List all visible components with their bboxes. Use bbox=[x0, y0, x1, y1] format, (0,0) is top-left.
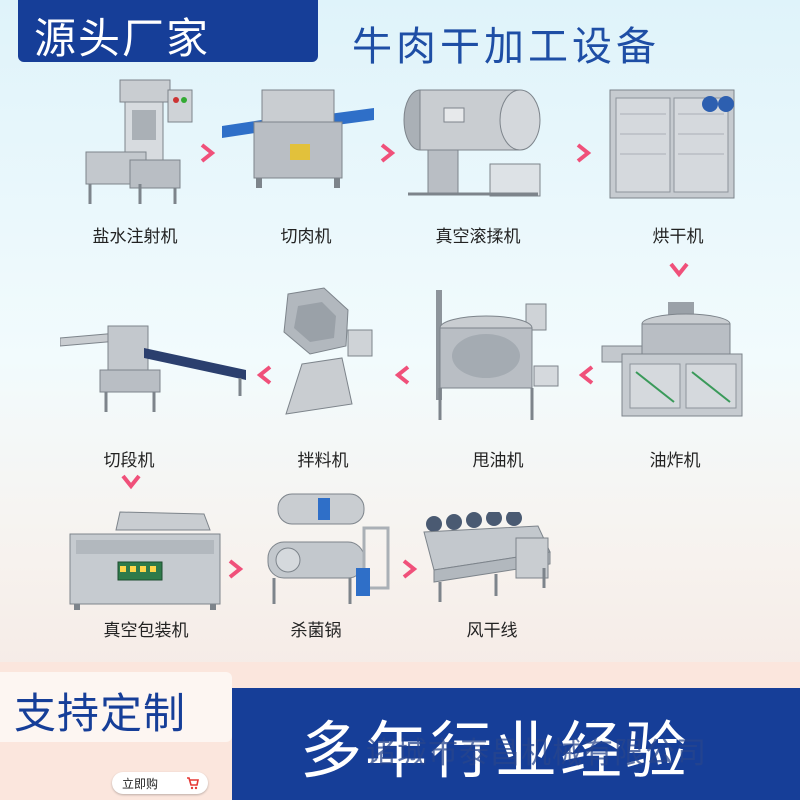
meat-cutter-image bbox=[218, 82, 378, 192]
dryer-oven-image bbox=[606, 84, 740, 204]
sterilizer-image bbox=[254, 488, 394, 610]
oil-spinner-image bbox=[424, 286, 564, 426]
source-factory-badge: 源头厂家 bbox=[18, 0, 318, 63]
chevron-arrow-icon bbox=[121, 474, 141, 490]
machine-label-brine-injector: 盐水注射机 bbox=[92, 227, 178, 247]
seasoning-mixer-image bbox=[262, 284, 382, 424]
machine-label-meat-cutter: 切肉机 bbox=[280, 227, 332, 247]
machine-label-vacuum-tumbler: 真空滚揉机 bbox=[435, 227, 521, 247]
machine-label-dryer: 烘干机 bbox=[652, 227, 704, 247]
machine-label-vacuum-packer: 真空包装机 bbox=[103, 621, 189, 641]
chevron-arrow-icon bbox=[669, 262, 689, 278]
machine-label-sterilizer: 杀菌锅 bbox=[290, 621, 342, 641]
vacuum-packer-image bbox=[64, 508, 224, 612]
customization-text: 支持定制 bbox=[14, 689, 187, 738]
cart-icon bbox=[187, 777, 199, 790]
source-factory-text: 源头厂家 bbox=[34, 14, 211, 63]
buy-now-button[interactable]: 立即购 bbox=[112, 772, 208, 794]
brine-injector-image bbox=[70, 72, 200, 212]
buy-now-label: 立即购 bbox=[122, 777, 159, 791]
machine-label-strip-cutter: 切段机 bbox=[103, 451, 155, 471]
strip-cutter-image bbox=[60, 318, 250, 418]
chevron-arrow-icon bbox=[228, 559, 244, 579]
fryer-image bbox=[600, 302, 750, 430]
chevron-arrow-icon bbox=[402, 559, 418, 579]
chevron-arrow-icon bbox=[576, 143, 592, 163]
machine-label-air-dry-line: 风干线 bbox=[466, 621, 518, 641]
machine-label-seasoning-mixer: 拌料机 bbox=[297, 451, 349, 471]
machine-label-oil-spinner: 甩油机 bbox=[472, 451, 524, 471]
vacuum-tumbler-image bbox=[398, 74, 548, 204]
company-watermark: 诸城市泰昌机械有限公司 bbox=[366, 736, 707, 771]
customization-badge: 支持定制 bbox=[0, 672, 232, 742]
chevron-arrow-icon bbox=[200, 143, 216, 163]
page-title: 牛肉干加工设备 bbox=[352, 24, 660, 70]
air-dry-line-image bbox=[420, 512, 560, 610]
slogan-panel bbox=[232, 688, 800, 800]
chevron-arrow-icon bbox=[394, 365, 410, 385]
chevron-arrow-icon bbox=[578, 365, 594, 385]
chevron-arrow-icon bbox=[380, 143, 396, 163]
machine-label-fryer: 油炸机 bbox=[649, 451, 701, 471]
chevron-arrow-icon bbox=[256, 365, 272, 385]
experience-slogan: 多年行业经验 bbox=[300, 714, 691, 787]
